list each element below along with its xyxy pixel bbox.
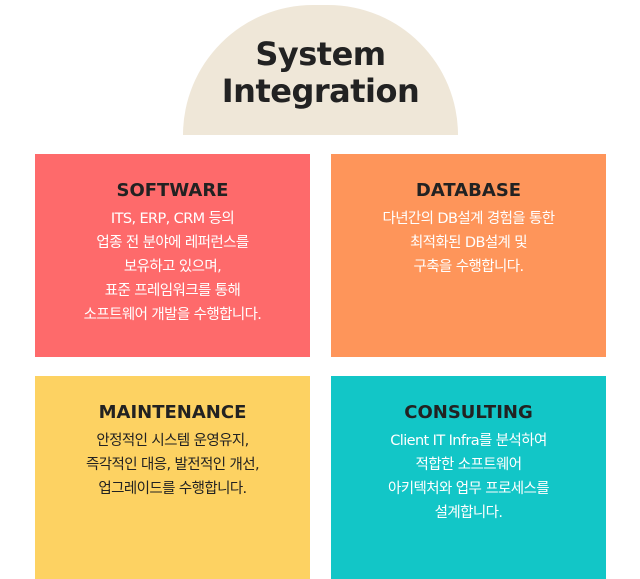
consulting-card-title: CONSULTING <box>404 402 533 423</box>
consulting-card: CONSULTING Client IT Infra를 분석하여 적합한 소프트… <box>331 376 606 579</box>
page-title-line-2: Integration <box>221 72 420 110</box>
database-card-text-line: 다년간의 DB설계 경험을 통한 <box>382 211 555 227</box>
consulting-card-text-line: 아키텍처와 업무 프로세스를 <box>388 481 550 497</box>
maintenance-card-text-line: 안정적인 시스템 운영유지, <box>96 433 249 449</box>
database-card-text-line: 구축을 수행합니다. <box>413 259 525 275</box>
maintenance-card-text-line: 즉각적인 대응, 발전적인 개선, <box>86 457 260 473</box>
software-card-title: SOFTWARE <box>116 180 229 201</box>
consulting-card-text-line: Client IT Infra를 분석하여 <box>390 433 547 449</box>
software-card-text-line: 보유하고 있으며, <box>123 259 222 275</box>
software-card-text-line: ITS, ERP, CRM 등의 <box>110 211 235 227</box>
software-card-text-line: 업종 전 분야에 레퍼런스를 <box>96 235 249 251</box>
software-card-text-line: 표준 프레임워크를 통해 <box>104 283 241 299</box>
software-card: SOFTWARE ITS, ERP, CRM 등의 업종 전 분야에 레퍼런스를… <box>35 154 310 357</box>
maintenance-card-title: MAINTENANCE <box>98 402 247 423</box>
page-title: System Integration <box>183 36 458 110</box>
database-card: DATABASE 다년간의 DB설계 경험을 통한 최적화된 DB설계 및 구축… <box>331 154 606 357</box>
maintenance-card: MAINTENANCE 안정적인 시스템 운영유지, 즉각적인 대응, 발전적인… <box>35 376 310 579</box>
consulting-card-text-line: 설계합니다. <box>434 505 503 521</box>
database-card-title: DATABASE <box>415 180 522 201</box>
database-card-text-line: 최적화된 DB설계 및 <box>409 235 528 251</box>
page-title-line-1: System <box>255 35 386 73</box>
maintenance-card-text-line: 업그레이드를 수행합니다. <box>98 481 247 497</box>
software-card-text-line: 소프트웨어 개발을 수행합니다. <box>83 307 262 323</box>
consulting-card-text-line: 적합한 소프트웨어 <box>415 457 523 473</box>
